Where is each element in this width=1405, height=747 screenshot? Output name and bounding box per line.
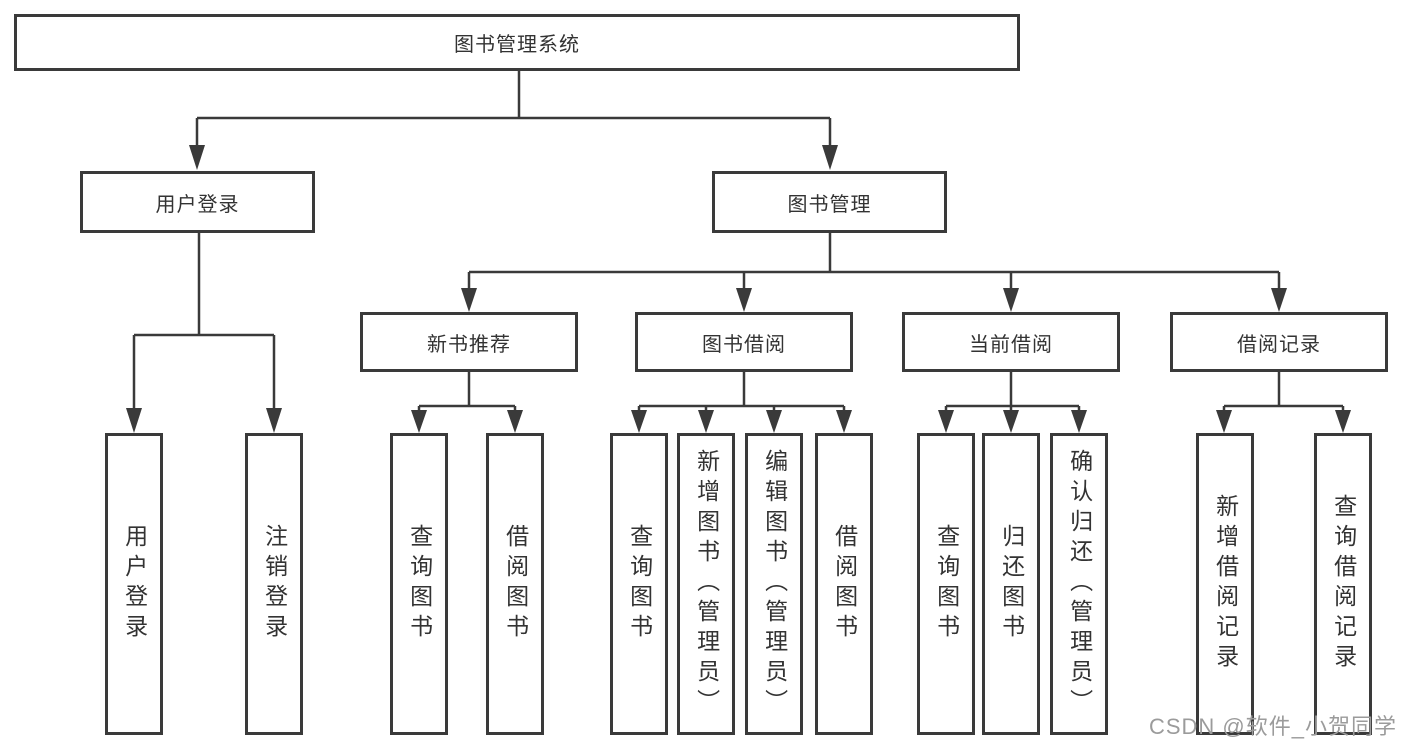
leaf-user-login-label: 用户登录 [121, 524, 148, 644]
leaf-edit-books-admin: 编辑图书（管理员） [745, 433, 803, 735]
connector-borrow-record-to-leaves [1216, 372, 1351, 433]
node-current-borrowing-label: 当前借阅 [969, 333, 1053, 356]
node-new-book-recommend-label: 新书推荐 [427, 333, 511, 356]
leaf-query-books-1-label: 查询图书 [406, 524, 433, 644]
node-book-borrowing: 图书借阅 [635, 312, 853, 372]
leaf-confirm-return-admin: 确认归还（管理员） [1050, 433, 1108, 735]
arrowhead-down-icon [1216, 410, 1351, 433]
leaf-return-books-label: 归还图书 [998, 524, 1025, 644]
node-user-login: 用户登录 [80, 171, 315, 233]
node-new-book-recommend: 新书推荐 [360, 312, 578, 372]
node-book-management-label: 图书管理 [787, 193, 872, 216]
leaf-query-books-3-label: 查询图书 [933, 524, 960, 644]
watermark: CSDN @软件_小贺同学 [1148, 714, 1397, 739]
leaf-edit-books-admin-label: 编辑图书（管理员） [761, 449, 788, 719]
connector-book-mgmt-to-level3 [461, 233, 1287, 312]
node-root-label: 图书管理系统 [454, 34, 580, 56]
connector-user-login-to-leaves [126, 233, 282, 433]
leaf-confirm-return-admin-label: 确认归还（管理员） [1066, 449, 1093, 719]
leaf-borrow-books-1: 借阅图书 [486, 433, 544, 735]
leaf-borrow-books-1-label: 借阅图书 [502, 524, 529, 644]
connector-root-to-level2 [189, 70, 838, 170]
leaf-return-books: 归还图书 [982, 433, 1040, 735]
node-user-login-label: 用户登录 [155, 193, 240, 216]
leaf-query-books-3: 查询图书 [917, 433, 975, 735]
leaf-logout: 注销登录 [245, 433, 303, 735]
leaf-query-borrow-record-label: 查询借阅记录 [1330, 494, 1357, 674]
leaf-add-borrow-record-label: 新增借阅记录 [1212, 494, 1239, 674]
node-book-borrowing-label: 图书借阅 [702, 333, 786, 356]
arrowhead-down-icon [411, 410, 523, 433]
leaf-add-books-admin: 新增图书（管理员） [677, 433, 735, 735]
leaf-user-login: 用户登录 [105, 433, 163, 735]
leaf-add-books-admin-label: 新增图书（管理员） [693, 449, 720, 719]
leaf-query-books-2: 查询图书 [610, 433, 668, 735]
node-root: 图书管理系统 [14, 14, 1020, 71]
arrowhead-down-icon [631, 410, 852, 433]
connector-book-borrow-to-leaves [631, 372, 852, 433]
node-borrowing-records-label: 借阅记录 [1237, 333, 1321, 356]
arrowhead-down-icon [938, 410, 1087, 433]
leaf-borrow-books-2-label: 借阅图书 [831, 524, 858, 644]
node-book-management: 图书管理 [712, 171, 947, 233]
connector-new-book-to-leaves [411, 372, 523, 433]
leaf-borrow-books-2: 借阅图书 [815, 433, 873, 735]
leaf-logout-label: 注销登录 [261, 524, 288, 644]
arrowhead-down-icon [189, 145, 838, 170]
arrowhead-down-icon [461, 288, 1287, 312]
node-current-borrowing: 当前借阅 [902, 312, 1120, 372]
node-borrowing-records: 借阅记录 [1170, 312, 1388, 372]
arrowhead-down-icon [126, 408, 282, 433]
leaf-query-books-1: 查询图书 [390, 433, 448, 735]
leaf-add-borrow-record: 新增借阅记录 [1196, 433, 1254, 735]
leaf-query-books-2-label: 查询图书 [626, 524, 653, 644]
leaf-query-borrow-record: 查询借阅记录 [1314, 433, 1372, 735]
connector-current-borrow-to-leaves [938, 372, 1087, 433]
